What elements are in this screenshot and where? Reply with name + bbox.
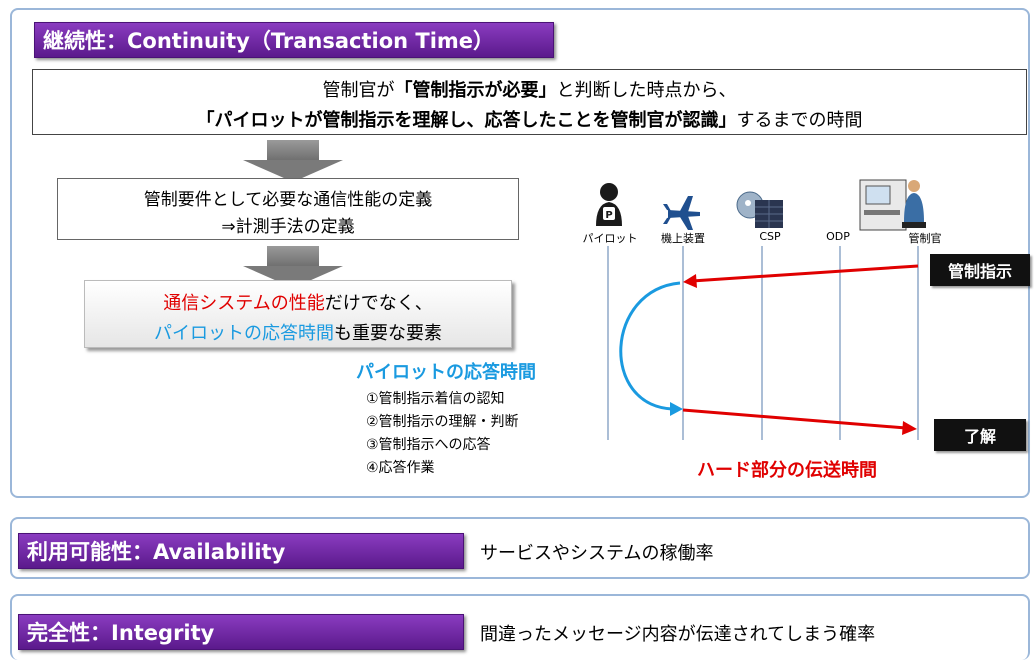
actor-label-odp: ODP — [826, 230, 850, 243]
availability-description: サービスやシステムの稼働率 — [480, 543, 714, 564]
conclusion-box: 通信システムの性能だけでなく、 パイロットの応答時間も重要な要素 — [84, 280, 512, 348]
requirement-box: 管制要件として必要な通信性能の定義 ⇒計測手法の定義 — [57, 178, 519, 240]
definition-line2-bold: 「パイロットが管制指示を理解し、応答したことを管制官が認識」 — [196, 110, 737, 131]
sequence-diagram: P — [596, 179, 926, 440]
ack-arrow — [682, 408, 907, 430]
integrity-title: 完全性：Integrity — [18, 614, 464, 650]
pilot-step-4: ④応答作業 — [366, 460, 435, 476]
definition-line1-post: と判断した時点から、 — [556, 80, 737, 101]
pilot-step-3: ③管制指示への応答 — [366, 437, 491, 453]
pilot-response-arc — [619, 281, 681, 411]
requirement-line2: ⇒計測手法の定義 — [221, 217, 355, 237]
conclusion-line2-post: も重要な要素 — [334, 323, 442, 344]
down-arrow-1 — [243, 140, 343, 182]
actor-label-avionics: 機上装置 — [661, 232, 705, 245]
conclusion-line1-post: だけでなく、 — [324, 293, 433, 314]
conclusion-blue-text: パイロットの応答時間 — [154, 323, 334, 344]
definition-line1-bold: 「管制指示が必要」 — [394, 80, 557, 101]
pilot-icon: P — [596, 183, 622, 226]
svg-text:P: P — [605, 210, 612, 221]
pilot-step-1: ①管制指示着信の認知 — [366, 391, 505, 407]
actor-label-controller: 管制官 — [908, 232, 942, 245]
hardware-transmission-label: ハード部分の伝送時間 — [697, 460, 877, 481]
requirement-line1: 管制要件として必要な通信性能の定義 — [143, 190, 433, 210]
integrity-description: 間違ったメッセージ内容が伝達されてしまう確率 — [480, 624, 876, 645]
actor-label-csp: CSP — [759, 230, 781, 243]
pilot-response-title: パイロットの応答時間 — [356, 362, 536, 383]
actor-label-pilot: パイロット — [582, 232, 638, 245]
pilot-step-2: ②管制指示の理解・判断 — [366, 414, 519, 430]
ack-badge: 了解 — [934, 419, 1026, 451]
availability-title: 利用可能性：Availability — [18, 533, 464, 569]
instruction-badge: 管制指示 — [930, 254, 1030, 286]
instruction-arrow — [691, 264, 919, 283]
conclusion-red-text: 通信システムの性能 — [163, 293, 325, 314]
definition-line2-post: するまでの時間 — [736, 110, 863, 131]
definition-box: 管制官が「管制指示が必要」と判断した時点から、 「パイロットが管制指示を理解し、… — [32, 69, 1027, 135]
csp-server-icon — [736, 191, 783, 228]
airplane-icon — [663, 196, 700, 230]
definition-line1-pre: 管制官が — [322, 80, 395, 101]
continuity-title: 継続性：Continuity（Transaction Time） — [34, 22, 554, 58]
controller-workstation-icon — [859, 179, 926, 231]
